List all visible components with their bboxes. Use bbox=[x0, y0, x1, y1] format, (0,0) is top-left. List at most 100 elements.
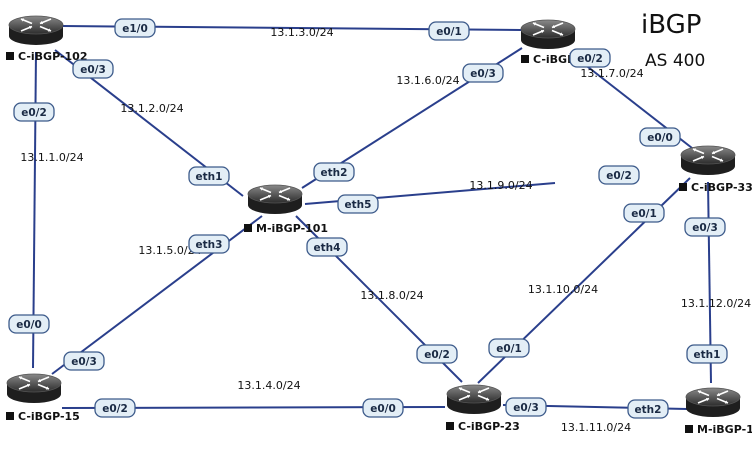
router-c33[interactable]: C-iBGP-33 bbox=[679, 145, 752, 194]
router-arrow-head bbox=[478, 389, 482, 394]
interface-label-c2-e0-2: e0/2 bbox=[569, 48, 611, 68]
router-top bbox=[520, 19, 576, 39]
interface-label-c33-e0-2: e0/2 bbox=[598, 165, 640, 185]
router-icon bbox=[680, 145, 736, 175]
router-arrow-head bbox=[40, 20, 44, 25]
subnet-label: 13.1.12.0/24 bbox=[681, 297, 751, 310]
subnet-label: 13.1.6.0/24 bbox=[396, 74, 459, 87]
router-arrow-head bbox=[540, 29, 544, 34]
interface-label-c2-e0-3: e0/3 bbox=[462, 63, 504, 83]
interface-label-c15-e0-2-text: e0/2 bbox=[102, 403, 128, 415]
interface-label-c2-e0-3-box bbox=[462, 63, 504, 83]
subnet-label: 13.1.5.0/24 bbox=[138, 244, 201, 257]
interface-label-c2-e0-2-text: e0/2 bbox=[577, 53, 603, 65]
router-top bbox=[8, 15, 64, 35]
interface-label-c102-e0-2-box bbox=[13, 102, 55, 122]
interface-label-c15-e0-0: e0/0 bbox=[8, 314, 50, 334]
router-m111[interactable]: M-iBGP-111 bbox=[685, 387, 752, 436]
router-top bbox=[247, 184, 303, 204]
router-arrow-head bbox=[466, 394, 470, 399]
interface-label-c15-e0-2: e0/2 bbox=[94, 398, 136, 418]
interface-label-c23-e0-3: e0/3 bbox=[505, 397, 547, 417]
interface-label-m101-eth5: eth5 bbox=[337, 194, 379, 214]
interface-label-c33-e0-3: e0/3 bbox=[684, 217, 726, 237]
router-arrow-head bbox=[712, 150, 716, 155]
interface-label-m101-eth1-box bbox=[188, 166, 230, 186]
router-top bbox=[680, 145, 736, 165]
interface-label-c102-e1-0: e1/0 bbox=[114, 18, 156, 38]
interface-label-m111-eth2: eth2 bbox=[627, 399, 669, 419]
interface-label-m101-eth2-text: eth2 bbox=[321, 167, 348, 179]
interface-label-c102-e0-2: e0/2 bbox=[13, 102, 55, 122]
interface-label-c102-e0-3: e0/3 bbox=[72, 59, 114, 79]
router-icon bbox=[446, 384, 502, 414]
interface-label-c33-e0-0: e0/0 bbox=[639, 127, 681, 147]
interface-label-c33-e0-2-text: e0/2 bbox=[606, 170, 632, 182]
interface-label-m101-eth4-text: eth4 bbox=[314, 242, 341, 254]
router-arrow-head bbox=[700, 155, 704, 160]
interface-label-c15-e0-3-box bbox=[63, 351, 105, 371]
interface-label-c23-e0-3-box bbox=[505, 397, 547, 417]
subnet-labels-layer: 13.1.3.0/2413.1.2.0/2413.1.1.0/2413.1.6.… bbox=[20, 26, 751, 434]
router-status-square bbox=[679, 183, 687, 191]
router-arrow-head bbox=[19, 376, 23, 380]
interface-label-m101-eth4-box bbox=[306, 237, 348, 257]
subnet-label: 13.1.8.0/24 bbox=[360, 289, 423, 302]
router-c23[interactable]: C-iBGP-23 bbox=[446, 384, 520, 433]
router-arrow-head bbox=[260, 187, 264, 191]
router-icon bbox=[685, 387, 741, 417]
interface-label-c15-e0-3-text: e0/3 bbox=[71, 356, 97, 368]
interface-label-c15-e0-0-text: e0/0 bbox=[16, 319, 42, 331]
interface-label-c102-e1-0-box bbox=[114, 18, 156, 38]
interface-label-c33-e0-3-text: e0/3 bbox=[692, 222, 718, 234]
router-arrow-head bbox=[485, 397, 489, 401]
interface-label-c23-e0-1-box bbox=[488, 338, 530, 358]
subnet-label: 13.1.10.0/24 bbox=[528, 283, 598, 296]
interface-label-m101-eth2: eth2 bbox=[313, 162, 355, 182]
router-top bbox=[6, 373, 62, 393]
router-arrow-head bbox=[267, 194, 271, 199]
router-status-square bbox=[6, 412, 14, 420]
router-arrow-head bbox=[26, 383, 30, 388]
router-arrow-head bbox=[38, 378, 42, 383]
router-arrow-head bbox=[45, 386, 49, 390]
interface-label-c23-e0-2-box bbox=[416, 344, 458, 364]
interface-label-c33-e0-1: e0/1 bbox=[623, 203, 665, 223]
router-name-label: C-iBGP-15 bbox=[18, 410, 80, 423]
router-c102[interactable]: C-iBGP-102 bbox=[6, 15, 87, 63]
router-arrow-head bbox=[47, 28, 51, 32]
router-name-label: M-iBGP-111 bbox=[697, 423, 752, 436]
router-c15[interactable]: C-iBGP-15 bbox=[6, 373, 80, 423]
interface-label-c102-e0-3-text: e0/3 bbox=[80, 64, 106, 76]
router-arrow-head bbox=[693, 148, 697, 152]
interface-label-m111-eth2-text: eth2 bbox=[635, 404, 662, 416]
interface-label-c15-e0-3: e0/3 bbox=[63, 351, 105, 371]
as-number-label: AS 400 bbox=[645, 51, 705, 71]
router-arrow-head bbox=[552, 24, 556, 29]
router-icon bbox=[8, 15, 64, 45]
subnet-label: 13.1.1.0/24 bbox=[20, 151, 83, 164]
router-top bbox=[446, 384, 502, 404]
router-name-label: C-iBGP-102 bbox=[18, 50, 87, 63]
router-arrow-head bbox=[724, 400, 728, 404]
interface-label-c23-e0-3-text: e0/3 bbox=[513, 402, 539, 414]
interface-label-m111-eth1-text: eth1 bbox=[694, 349, 721, 361]
router-icon bbox=[247, 184, 303, 214]
links-layer bbox=[32, 25, 712, 410]
interface-label-c23-e0-1: e0/1 bbox=[488, 338, 530, 358]
router-top bbox=[685, 387, 741, 407]
router-status-square bbox=[685, 425, 693, 433]
interface-label-c2-e0-2-box bbox=[569, 48, 611, 68]
router-m101[interactable]: M-iBGP-101 bbox=[244, 184, 328, 235]
interface-label-c23-e0-0-box bbox=[362, 398, 404, 418]
interface-label-c2-e0-1: e0/1 bbox=[428, 21, 470, 41]
router-status-square bbox=[6, 52, 14, 60]
router-name-label: M-iBGP-101 bbox=[256, 222, 328, 235]
interface-label-m101-eth1: eth1 bbox=[188, 166, 230, 186]
interface-label-m111-eth2-box bbox=[627, 399, 669, 419]
interface-label-c23-e0-2: e0/2 bbox=[416, 344, 458, 364]
subnet-label: 13.1.11.0/24 bbox=[561, 421, 631, 434]
interface-label-c33-e0-3-box bbox=[684, 217, 726, 237]
